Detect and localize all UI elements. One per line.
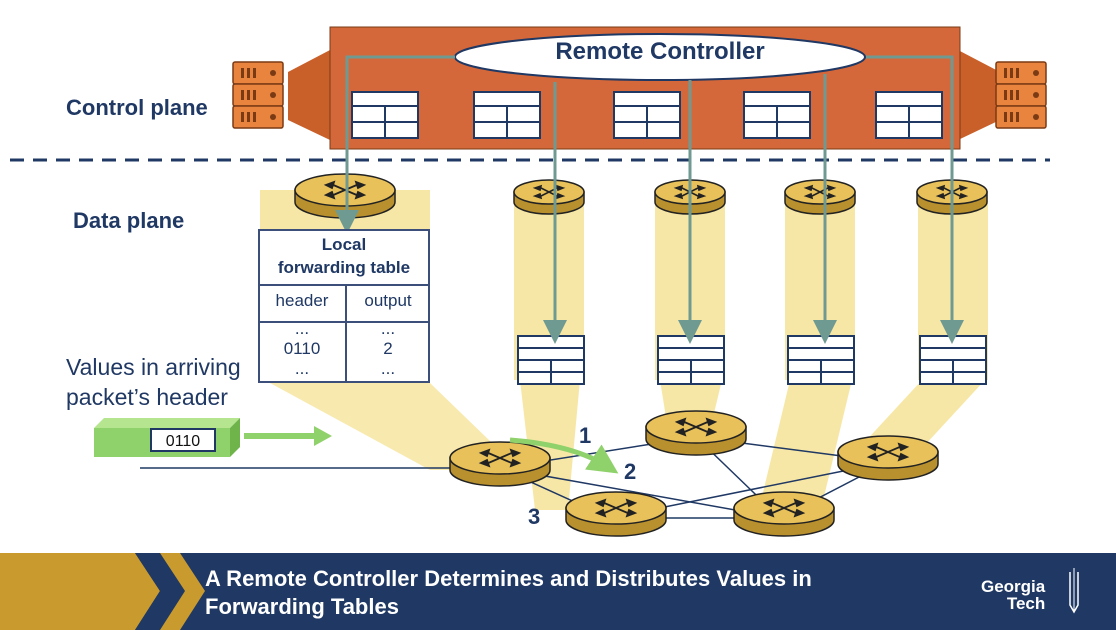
server-icon <box>232 61 284 129</box>
table-header-cell: output <box>364 291 412 310</box>
flow-table-icon <box>517 335 585 385</box>
router-icon <box>733 491 835 537</box>
server-icon <box>995 61 1047 129</box>
beam-3-lower <box>760 380 852 505</box>
packet-arrow-head <box>314 426 332 446</box>
banner-gold-block <box>0 553 160 630</box>
flow-table-icon <box>657 335 725 385</box>
router-icon <box>565 491 667 537</box>
banner-chevron-gold <box>160 553 205 630</box>
forwarding-table-title-line1: Local <box>321 235 367 254</box>
slide-title-line1: A Remote Controller Determines and Distr… <box>205 566 812 591</box>
router-icon <box>784 179 856 215</box>
controller-table-3 <box>613 91 681 139</box>
values-label: Values in arriving packet’s header <box>66 352 241 412</box>
slide-title: A Remote Controller Determines and Distr… <box>205 565 812 621</box>
router-icon <box>645 410 747 456</box>
controller-table-1 <box>351 91 419 139</box>
slide-title-line2: Forwarding Tables <box>205 594 399 619</box>
table-cell: ... <box>380 319 396 338</box>
router-icon <box>294 173 396 219</box>
router-icon <box>449 441 551 487</box>
control-arrows <box>335 55 964 344</box>
table-cell: ... <box>380 359 396 378</box>
table-cell: 2 <box>383 339 393 358</box>
georgia-tech-logo-text: Georgia Tech <box>981 578 1045 612</box>
controller-table-5 <box>875 91 943 139</box>
table-header-cell: header <box>275 291 329 310</box>
packet-header-value: 0110 <box>150 428 216 452</box>
local-forwarding-table: Local forwarding table header output ...… <box>258 229 430 383</box>
port-label-3: 3 <box>528 504 541 529</box>
table-divider <box>260 321 428 323</box>
router-icon <box>513 179 585 215</box>
controller-table-2 <box>473 91 541 139</box>
table-cell: ... <box>294 319 310 338</box>
table-divider <box>260 284 428 286</box>
control-plane-label: Control plane <box>66 95 208 120</box>
forward-arrow <box>509 437 619 474</box>
table-cell: ... <box>294 359 310 378</box>
controller-right-wedge <box>958 50 1000 140</box>
table-column-divider <box>345 286 347 383</box>
table-cell: 0110 <box>283 339 321 358</box>
flow-table-icon <box>919 335 987 385</box>
controller-left-wedge <box>288 50 330 140</box>
banner-chevron-dark <box>135 553 183 630</box>
values-label-line2: packet’s header <box>66 384 228 410</box>
georgia-tech-logo-icon <box>1069 568 1079 614</box>
flow-table-icon <box>787 335 855 385</box>
port-label-1: 1 <box>579 423 592 448</box>
forwarding-table-title: Local forwarding table <box>260 233 428 279</box>
port-label-2: 2 <box>624 459 637 484</box>
logo-line2: Tech <box>1006 594 1046 613</box>
data-plane-label: Data plane <box>73 208 185 233</box>
beam-4-lower <box>862 380 985 445</box>
remote-controller-label: Remote Controller <box>555 38 765 65</box>
values-label-line1: Values in arriving <box>66 354 241 380</box>
forwarding-table-title-line2: forwarding table <box>277 258 411 277</box>
controller-table-4 <box>743 91 811 139</box>
logo-line1: Georgia <box>981 577 1046 596</box>
router-icon <box>837 435 939 481</box>
